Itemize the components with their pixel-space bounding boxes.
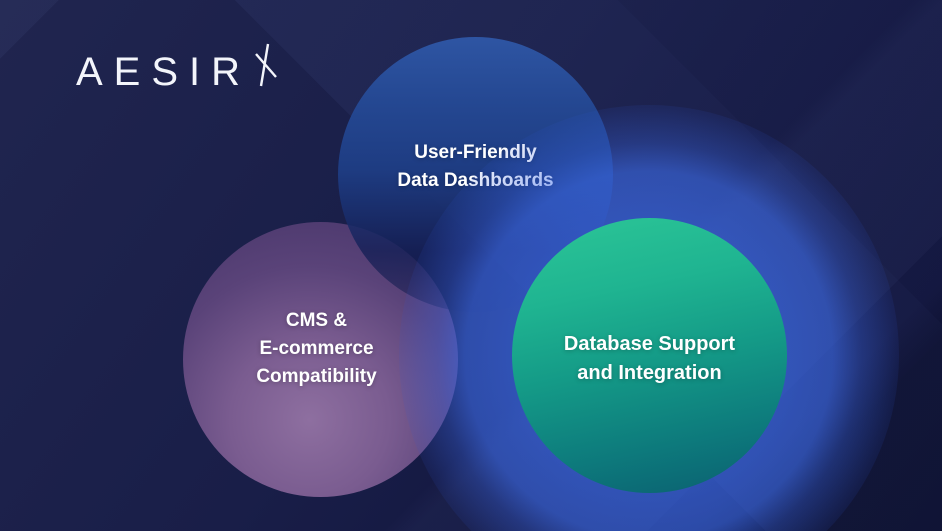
brand-logo-text: AESIR <box>76 50 252 94</box>
label-line: CMS & <box>285 309 348 331</box>
label-line: Database Support <box>563 332 736 355</box>
label-line: and Integration <box>577 361 722 384</box>
bubble-database-support-label: Database Support and Integration <box>564 330 735 388</box>
brand-logo-x-rune-icon <box>255 43 277 87</box>
bubble-cms-ecommerce-label: CMS & E-commerce Compatibility <box>256 307 376 391</box>
label-line: Compatibility <box>256 365 377 387</box>
brand-logo: AESIR <box>76 43 279 94</box>
bubble-database-support: Database Support and Integration <box>512 218 787 493</box>
bubble-cms-ecommerce: CMS & E-commerce Compatibility <box>183 222 458 497</box>
label-line: E-commerce <box>259 337 374 359</box>
